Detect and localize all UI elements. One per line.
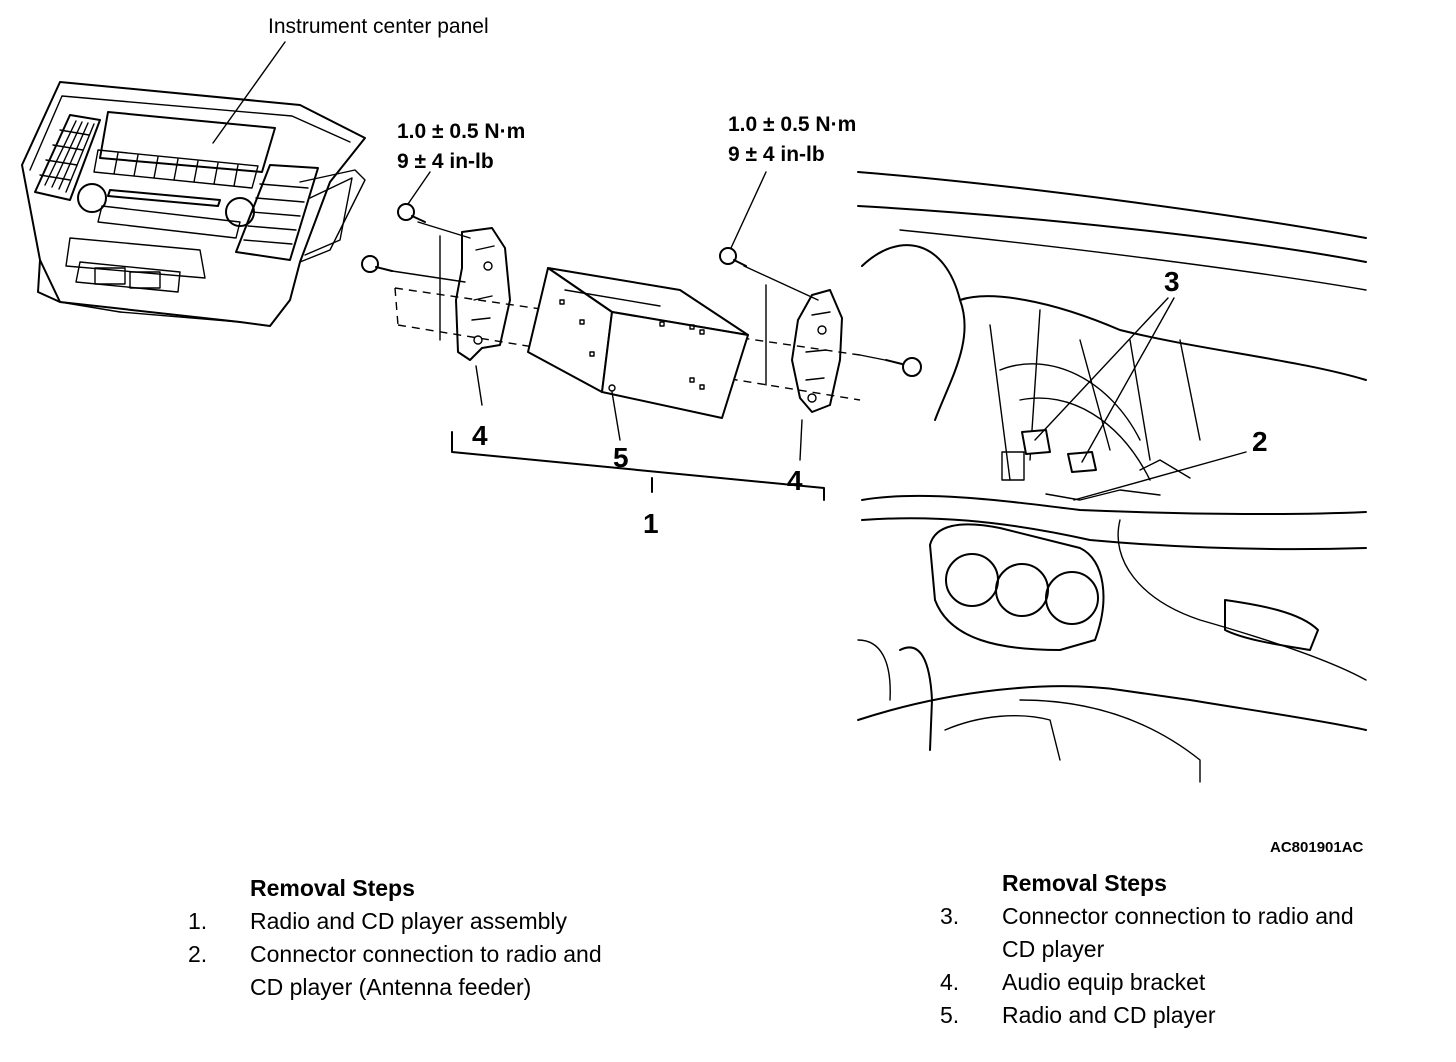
step-number: 5. — [940, 1002, 960, 1028]
callout-4-right: 4 — [787, 465, 803, 496]
callout-4-left: 4 — [472, 420, 488, 451]
step-number: 4. — [940, 969, 960, 995]
torque-spec-right: 1.0 ± 0.5 N·m 9 ± 4 in-lb — [728, 110, 856, 170]
torque-right-imperial: 9 ± 4 in-lb — [728, 143, 825, 166]
assembly-bracket-line — [451, 431, 825, 501]
removal-steps-left: Removal Steps 1. Radio and CD player ass… — [188, 872, 602, 1004]
torque-right-metric: 1.0 ± 0.5 N·m — [728, 113, 857, 136]
list-item: 2. Connector connection to radio and CD … — [188, 938, 602, 1004]
step-text-line: Connector connection to radio and — [250, 941, 602, 967]
step-text-line: CD player (Antenna feeder) — [250, 974, 532, 1000]
list-item: 1. Radio and CD player assembly — [188, 905, 602, 938]
list-item: 5. Radio and CD player — [940, 999, 1354, 1032]
callout-5: 5 — [613, 442, 629, 473]
radio-cd-player-unit-drawing — [527, 267, 749, 441]
left-brackets-screws-drawing — [361, 171, 861, 406]
removal-steps-heading: Removal Steps — [1002, 870, 1167, 896]
list-item: 3. Connector connection to radio and CD … — [940, 900, 1354, 966]
removal-steps-right: Removal Steps 3. Connector connection to… — [940, 867, 1354, 1032]
figure-code: AC801901AC — [1270, 839, 1364, 856]
callout-2: 2 — [1252, 426, 1268, 457]
list-item: 4. Audio equip bracket — [940, 966, 1354, 999]
step-text: Radio and CD player assembly — [250, 908, 568, 934]
step-text: Connector connection to radio and CD pla… — [250, 938, 602, 1004]
instrument-center-panel-label: Instrument center panel — [268, 15, 489, 38]
torque-spec-left: 1.0 ± 0.5 N·m 9 ± 4 in-lb — [397, 117, 525, 177]
torque-left-metric: 1.0 ± 0.5 N·m — [397, 120, 526, 143]
step-number: 3. — [940, 903, 960, 929]
callout-3: 3 — [1164, 266, 1180, 297]
right-brackets-screws-drawing — [719, 171, 922, 461]
step-text: Radio and CD player — [1002, 1002, 1216, 1028]
removal-steps-heading: Removal Steps — [250, 875, 415, 901]
step-text-line: Connector connection to radio and — [1002, 903, 1354, 929]
instrument-center-panel-drawing — [21, 41, 366, 327]
dashboard-installation-view-drawing — [857, 171, 1367, 783]
callout-1: 1 — [643, 508, 659, 539]
step-text: Connector connection to radio and CD pla… — [1002, 900, 1354, 966]
step-text: Audio equip bracket — [1002, 969, 1206, 995]
step-number: 1. — [188, 908, 208, 934]
torque-left-imperial: 9 ± 4 in-lb — [397, 150, 494, 173]
step-text-line: CD player — [1002, 936, 1105, 962]
step-number: 2. — [188, 941, 208, 967]
